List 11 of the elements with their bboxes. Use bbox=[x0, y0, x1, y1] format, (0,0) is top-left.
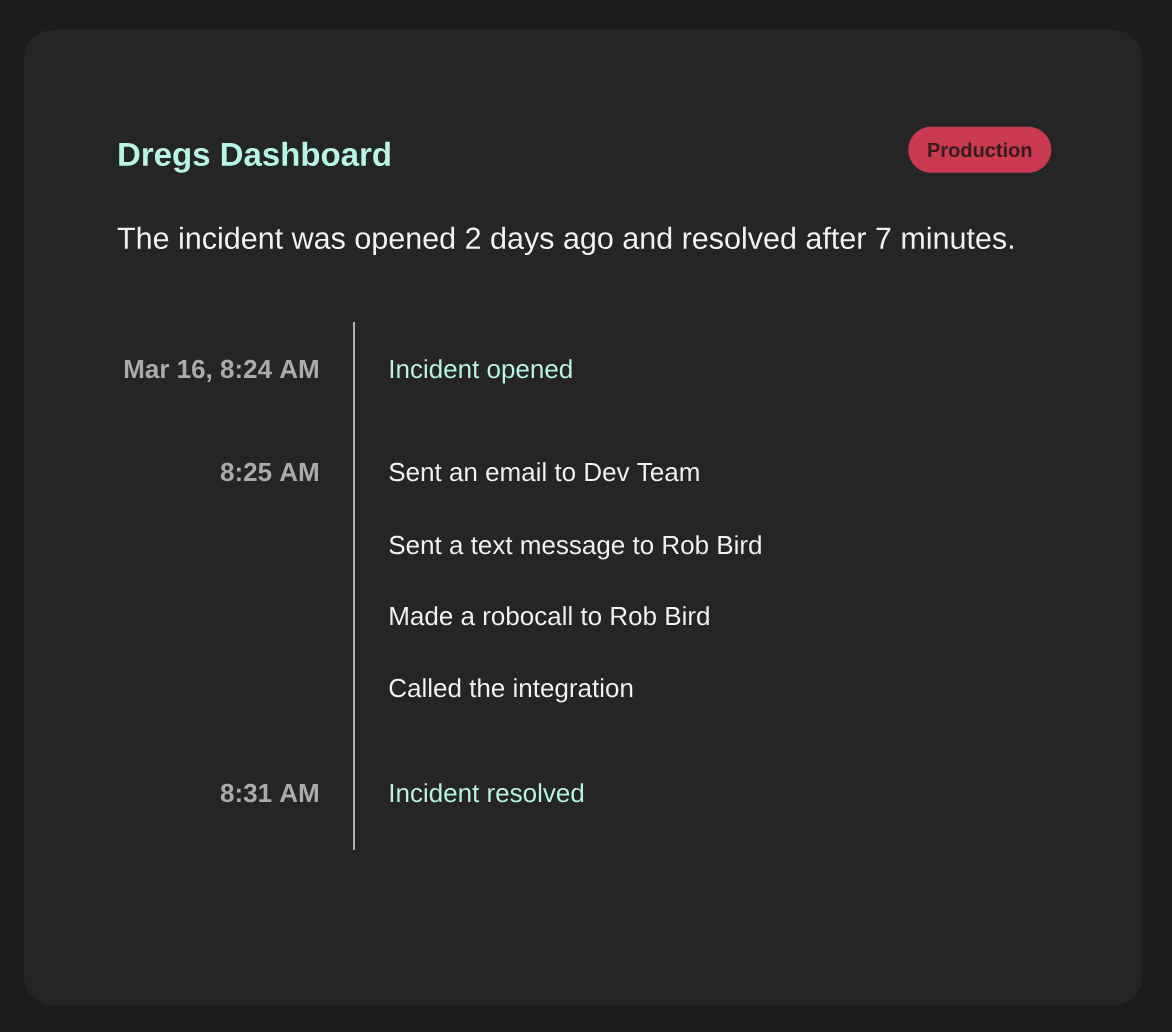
card-description: The incident was opened 2 days ago and resolved after 7 minutes. bbox=[117, 226, 1013, 256]
event-text: Sent a text message to Rob Bird bbox=[389, 535, 761, 560]
timestamp: Mar 16, 8:24 AM bbox=[124, 359, 318, 382]
event-text: Sent an email to Dev Team bbox=[389, 462, 699, 482]
event-text: Made a robocall to Rob Bird bbox=[390, 606, 709, 626]
event-text: Incident opened bbox=[390, 359, 572, 384]
event-text: Called the integration bbox=[389, 678, 633, 703]
timestamp: 8:25 AM bbox=[220, 462, 318, 482]
timestamp: 8:31 AM bbox=[220, 783, 318, 803]
event-text: Incident resolved bbox=[390, 783, 584, 803]
card-title: Dregs Dashboard bbox=[119, 141, 390, 173]
